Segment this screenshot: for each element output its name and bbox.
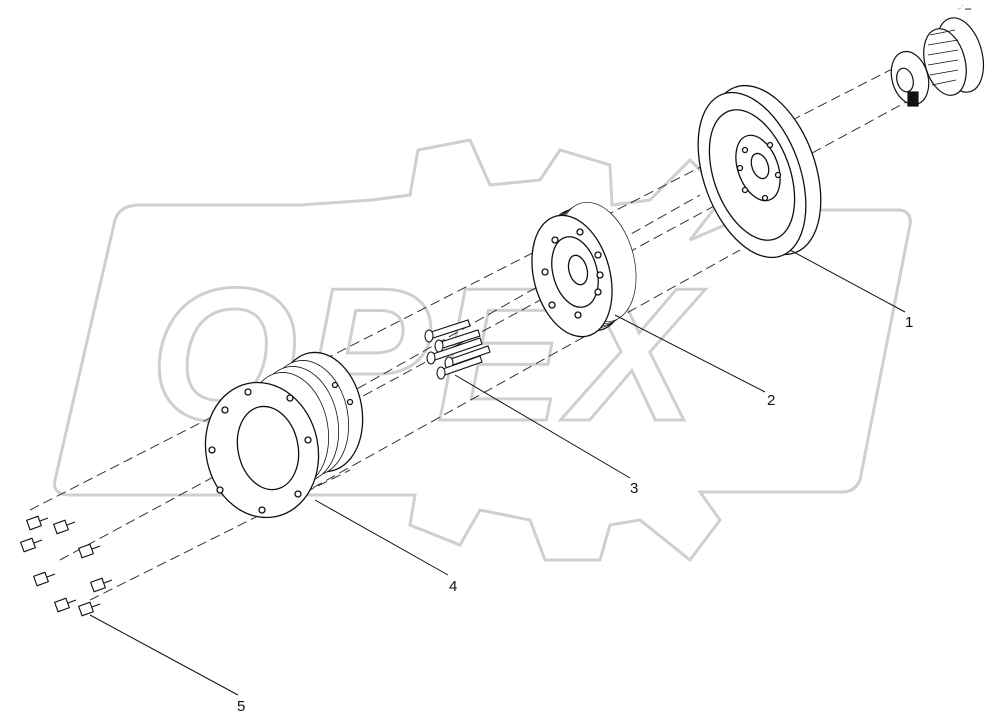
callout-4: 4 bbox=[449, 578, 457, 595]
crankshaft-nose bbox=[890, 17, 985, 107]
part-4-bolt-holes bbox=[208, 381, 354, 514]
callout-5: 5 bbox=[237, 698, 245, 715]
leader-lines bbox=[89, 249, 906, 696]
part-3-bolts bbox=[424, 319, 491, 380]
part-5-bolt bbox=[25, 515, 49, 531]
leader-line-5 bbox=[89, 614, 239, 696]
leader-line-4 bbox=[314, 499, 449, 576]
part-3-bolt bbox=[426, 337, 483, 365]
leader-line-3 bbox=[454, 374, 631, 479]
callout-1: 1 bbox=[905, 314, 913, 331]
part-1-damper-pulley bbox=[697, 84, 822, 259]
corner-mark: ⌐‾ ▬ bbox=[958, 5, 971, 12]
part-2-hub bbox=[531, 201, 637, 338]
part-5-bolt bbox=[52, 519, 76, 535]
callout-3: 3 bbox=[630, 480, 638, 497]
part-4-adapter-flange bbox=[204, 351, 364, 519]
part-5-bolt bbox=[77, 601, 101, 617]
part-5-bolt bbox=[77, 543, 101, 559]
part-3-bolt bbox=[434, 329, 481, 353]
part-3-bolt bbox=[424, 319, 471, 343]
part-5-bolt bbox=[89, 577, 113, 593]
part-1-bolt-holes bbox=[736, 141, 782, 202]
part-5-small-bolts bbox=[19, 515, 113, 617]
part-3-bolt bbox=[436, 355, 483, 380]
leader-line-1 bbox=[789, 249, 906, 313]
part-2-bolt-holes bbox=[541, 228, 604, 319]
watermark-gear-outline bbox=[53, 138, 912, 563]
leader-line-2 bbox=[614, 314, 766, 393]
callout-2: 2 bbox=[767, 392, 775, 409]
part-5-bolt bbox=[53, 597, 77, 613]
part-5-bolt bbox=[32, 571, 56, 587]
part-5-bolt bbox=[19, 537, 43, 553]
callouts: 1 2 3 4 5 bbox=[237, 314, 913, 715]
